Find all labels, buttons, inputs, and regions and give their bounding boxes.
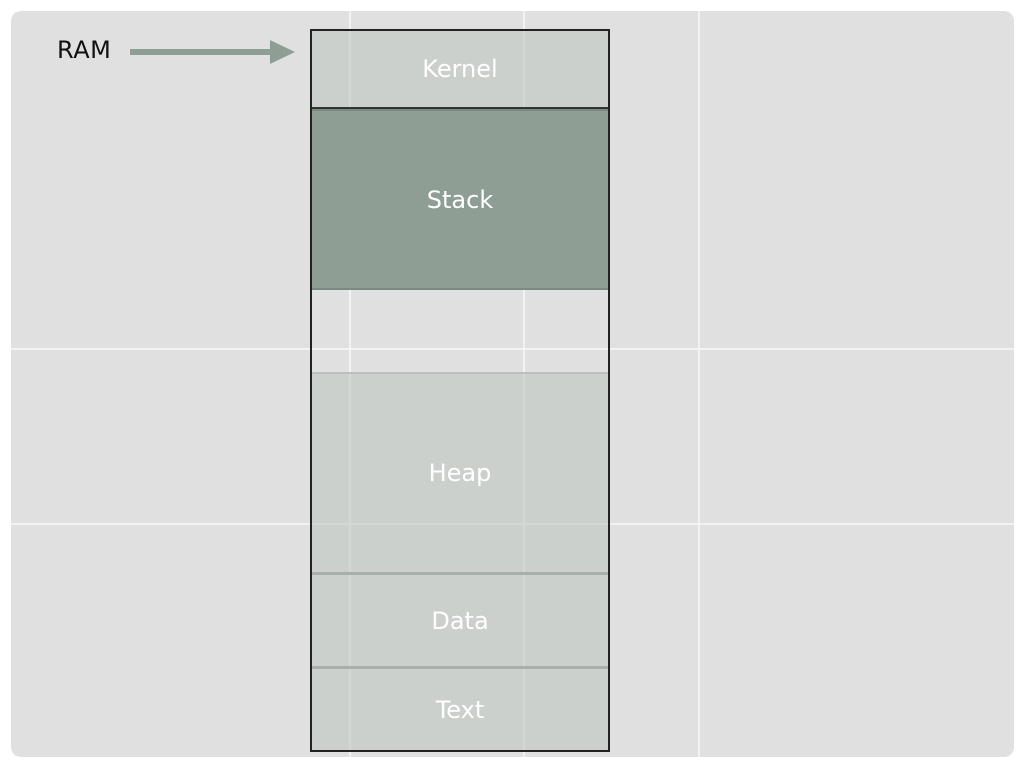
segment-kernel: Kernel <box>312 31 608 109</box>
segment-heap: Heap <box>312 372 608 575</box>
segment-heap-label: Heap <box>428 459 492 487</box>
ram-label: RAM <box>57 36 112 64</box>
segment-stack: Stack <box>312 109 608 290</box>
free-space <box>312 290 608 372</box>
segment-data: Data <box>312 575 608 669</box>
segment-text: Text <box>312 669 608 750</box>
segment-data-label: Data <box>431 606 489 635</box>
segment-kernel-label: Kernel <box>422 55 498 83</box>
grid-line <box>11 348 1014 350</box>
diagram-canvas: RAM Kernel Stack Heap Data Text <box>11 11 1014 757</box>
grid-line <box>698 11 700 757</box>
memory-block: Kernel Stack Heap Data Text <box>310 29 610 752</box>
arrow-right-icon <box>130 40 295 64</box>
segment-stack-label: Stack <box>426 185 494 214</box>
segment-text-label: Text <box>435 695 485 724</box>
